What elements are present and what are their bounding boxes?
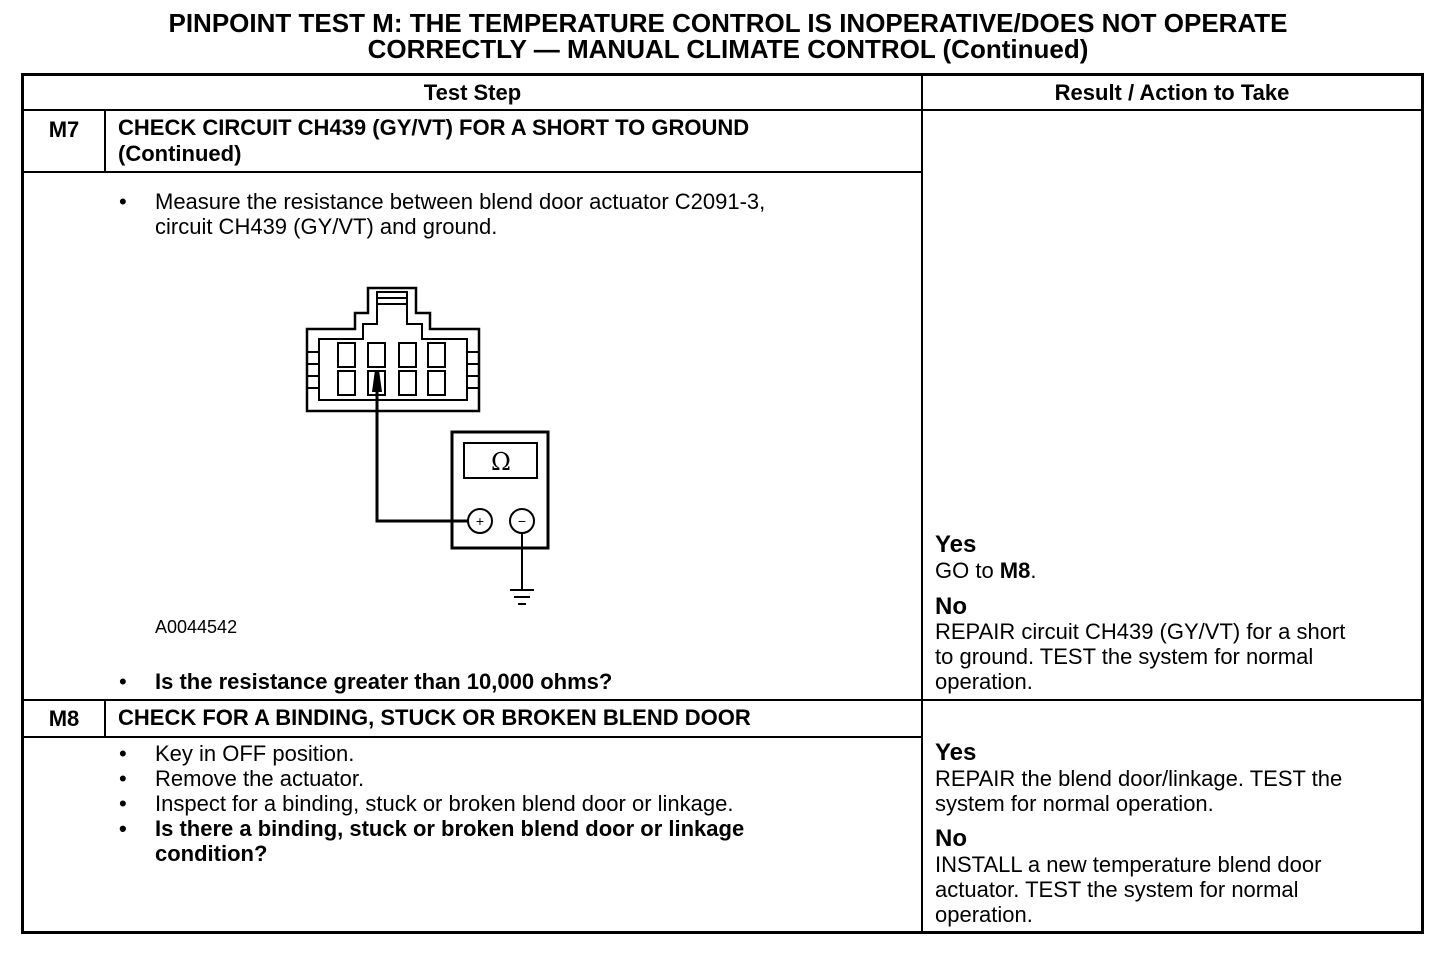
- m8-no-label: No: [935, 825, 967, 852]
- m8-title-divider: [21, 736, 922, 738]
- m7-yes-suffix: .: [1030, 558, 1037, 583]
- m7-no-action: REPAIR circuit CH439 (GY/VT) for a short…: [935, 619, 1419, 694]
- table-bottom-border: [21, 931, 1424, 934]
- m7-no-label: No: [935, 593, 967, 620]
- m8-question-line1: Is there a binding, stuck or broken blen…: [155, 816, 745, 841]
- positive-terminal: [467, 508, 493, 534]
- connector-notch-left: [307, 351, 319, 389]
- title-line-1: PINPOINT TEST M: THE TEMPERATURE CONTROL…: [168, 8, 1288, 38]
- page-title: PINPOINT TEST M: THE TEMPERATURE CONTROL…: [0, 10, 1456, 62]
- m7-yes-prefix: GO to: [935, 558, 1000, 583]
- step-title-m7-line2: (Continued): [118, 141, 242, 166]
- header-result-action: Result / Action to Take: [1054, 80, 1290, 105]
- header-bottom-border: [21, 109, 1424, 111]
- table-left-border: [21, 73, 24, 934]
- m7-bullet-measure: • Measure the resistance between blend d…: [119, 189, 766, 239]
- m7-title-divider: [21, 171, 922, 173]
- m8-yes-line2: system for normal operation.: [935, 791, 1214, 816]
- step-id-m8: M8: [48, 706, 80, 731]
- m7-bullet-measure-line2: circuit CH439 (GY/VT) and ground.: [155, 214, 498, 239]
- ohm-symbol: Ω: [491, 448, 511, 476]
- m7-m8-divider: [21, 699, 1424, 701]
- m8-id-divider: [104, 699, 106, 738]
- m7-bullet-measure-line1: Measure the resistance between blend doo…: [155, 189, 766, 214]
- probe-tip: [372, 370, 382, 392]
- m8-no-line2: actuator. TEST the system for normal: [935, 877, 1299, 902]
- m7-id-divider: [104, 109, 106, 173]
- m7-question: • Is the resistance greater than 10,000 …: [119, 669, 613, 694]
- m8-no-action: INSTALL a new temperature blend door act…: [935, 852, 1419, 927]
- m8-bullet-inspect: • Inspect for a binding, stuck or broken…: [119, 791, 734, 816]
- bullet-dot: •: [119, 816, 127, 841]
- step-title-m8: CHECK FOR A BINDING, STUCK OR BROKEN BLE…: [118, 705, 751, 730]
- m7-yes-label: Yes: [935, 531, 977, 558]
- m8-question: • Is there a binding, stuck or broken bl…: [119, 816, 745, 866]
- connector-outline: [305, 286, 481, 413]
- cavity-2: [367, 342, 386, 368]
- m8-bullet-remove: • Remove the actuator.: [119, 766, 365, 791]
- ohmmeter-body: [450, 430, 550, 550]
- table-right-border: [1421, 73, 1424, 934]
- test-lead-positive: [375, 370, 468, 523]
- m8-bullet-inspect-text: Inspect for a binding, stuck or broken b…: [155, 791, 734, 816]
- m7-yes-target: M8: [999, 558, 1031, 583]
- cavity-7: [398, 370, 417, 396]
- table-top-border: [21, 73, 1424, 76]
- bullet-dot: •: [119, 741, 127, 766]
- minus-sign: −: [518, 513, 526, 529]
- step-title-m7-line1: CHECK CIRCUIT CH439 (GY/VT) FOR A SHORT …: [118, 115, 750, 140]
- cavity-8: [427, 370, 446, 396]
- bullet-dot: •: [119, 189, 127, 214]
- m7-no-line1: REPAIR circuit CH439 (GY/VT) for a short: [935, 619, 1346, 644]
- connector-latch: [376, 291, 408, 305]
- connector-inner-outline: [318, 297, 468, 401]
- bullet-dot: •: [119, 669, 127, 694]
- m8-bullet-key-text: Key in OFF position.: [155, 741, 355, 766]
- m8-bullet-key: • Key in OFF position.: [119, 741, 355, 766]
- connector-notch-right: [467, 351, 479, 389]
- m8-no-line3: operation.: [935, 902, 1033, 927]
- bullet-dot: •: [119, 766, 127, 791]
- step-id-m7: M7: [48, 117, 80, 142]
- cavity-1: [337, 342, 356, 368]
- ground-symbol: [510, 589, 534, 605]
- m8-yes-label: Yes: [935, 739, 977, 766]
- m8-bullet-remove-text: Remove the actuator.: [155, 766, 365, 791]
- step-title-m7: CHECK CIRCUIT CH439 (GY/VT) FOR A SHORT …: [118, 115, 749, 167]
- cavity-5: [337, 370, 356, 396]
- m8-yes-line1: REPAIR the blend door/linkage. TEST the: [935, 766, 1343, 791]
- m7-question-text: Is the resistance greater than 10,000 oh…: [155, 669, 613, 694]
- cavity-4: [427, 342, 446, 368]
- m8-no-line1: INSTALL a new temperature blend door: [935, 852, 1322, 877]
- m7-yes-action: GO to M8.: [935, 558, 1419, 583]
- m7-no-line2: to ground. TEST the system for normal: [935, 644, 1314, 669]
- bullet-dot: •: [119, 791, 127, 816]
- title-line-2: CORRECTLY — MANUAL CLIMATE CONTROL (Cont…: [367, 34, 1089, 64]
- header-test-step: Test Step: [423, 80, 522, 105]
- m8-yes-action: REPAIR the blend door/linkage. TEST the …: [935, 766, 1419, 816]
- plus-sign: +: [476, 513, 484, 529]
- m7-no-line3: operation.: [935, 669, 1033, 694]
- cavity-3: [398, 342, 417, 368]
- ohmmeter-display: [463, 442, 538, 479]
- m8-question-line2: condition?: [155, 841, 268, 866]
- column-divider: [921, 73, 923, 934]
- figure-id: A0044542: [155, 617, 238, 637]
